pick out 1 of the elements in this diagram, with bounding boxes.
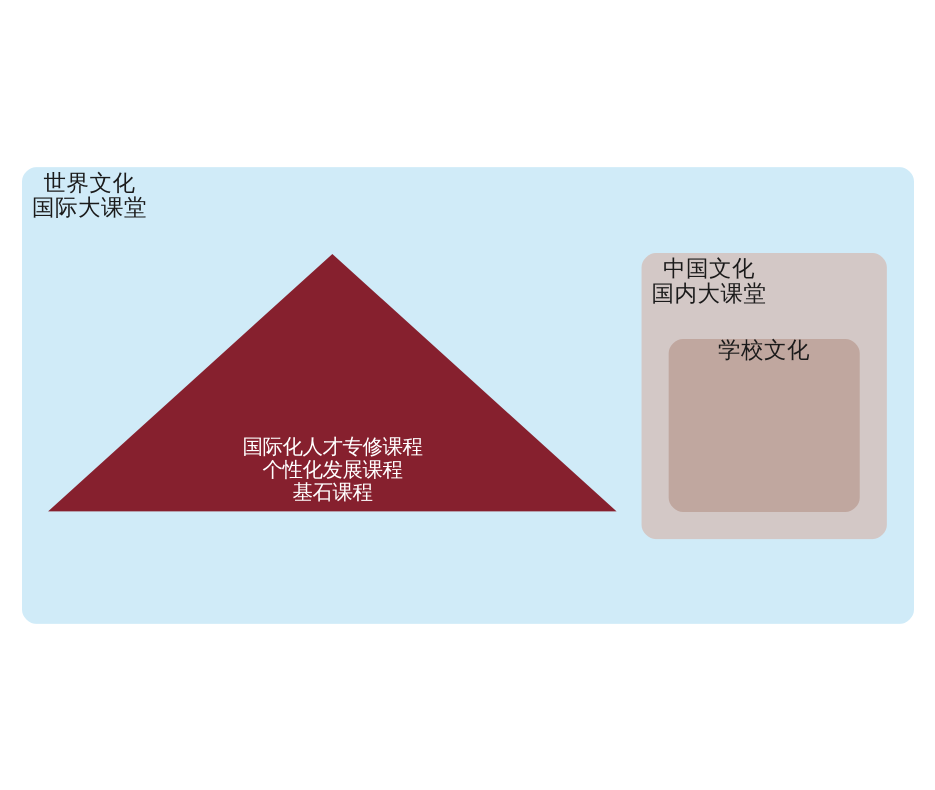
node-box: 学校文化 — [668, 338, 860, 512]
